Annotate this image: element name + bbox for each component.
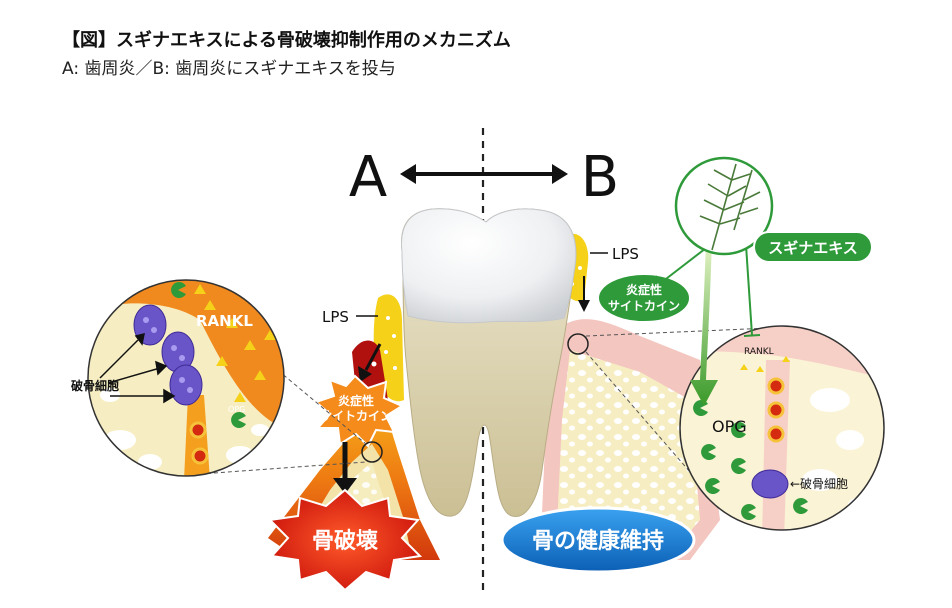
label-a: A (349, 145, 387, 210)
svg-text:炎症性: 炎症性 (338, 393, 374, 408)
bone-health-badge: 骨の健康維持 (500, 506, 696, 574)
lps-label-right: LPS (612, 245, 639, 263)
osteoclast-label-left: 破骨細胞 (71, 378, 119, 393)
cytokine-bubble-right: 炎症性 サイトカイン (597, 273, 691, 323)
svg-text:骨破壊: 骨破壊 (312, 528, 379, 554)
opg-label-right: OPG (712, 417, 747, 436)
svg-text:スギナエキス: スギナエキス (768, 239, 858, 257)
osteoclast-arrows-left (99, 332, 176, 404)
down-arrow-left (333, 442, 357, 494)
tooth (401, 208, 577, 517)
opg-label-left: OPG (228, 405, 245, 414)
right-zoom-circle: RANKL OPG ←破骨細胞 (679, 325, 885, 531)
double-arrow (400, 164, 568, 184)
cytokine-burst-left: 炎症性 サイトカイン (314, 374, 405, 448)
healthy-gum-region (540, 319, 720, 560)
sugina-extract-badge: スギナエキス (753, 231, 873, 263)
rankl-label-left: RANKL (196, 312, 253, 330)
left-zoom-circle: RANKL OPG 破骨細胞 (71, 279, 285, 477)
bone-destruction-burst: 骨破壊 (267, 488, 423, 592)
zoom-marker-right (567, 333, 589, 355)
lps-arrow-left (358, 343, 382, 382)
svg-text:サイトカイン: サイトカイン (320, 409, 392, 423)
inhibit-lines (655, 244, 761, 337)
lps-label-left: LPS (322, 308, 349, 326)
svg-text:炎症性: 炎症性 (626, 282, 662, 297)
figure-subtitle: A: 歯周炎／B: 歯周炎にスギナエキスを投与 (62, 59, 396, 79)
figure-title: 【図】スギナエキスによる骨破壊抑制作用のメカニズム (62, 30, 511, 51)
osteoclast-label-right: ←破骨細胞 (790, 476, 848, 491)
lps-arrow-right (578, 276, 590, 312)
svg-text:サイトカイン: サイトカイン (608, 299, 680, 313)
rankl-label-right: RANKL (744, 347, 774, 357)
label-b: B (581, 145, 619, 210)
green-arrow-opg (690, 240, 718, 406)
horsetail-emblem (674, 156, 774, 256)
zoom-marker-left (361, 441, 383, 463)
svg-text:骨の健康維持: 骨の健康維持 (532, 528, 664, 554)
